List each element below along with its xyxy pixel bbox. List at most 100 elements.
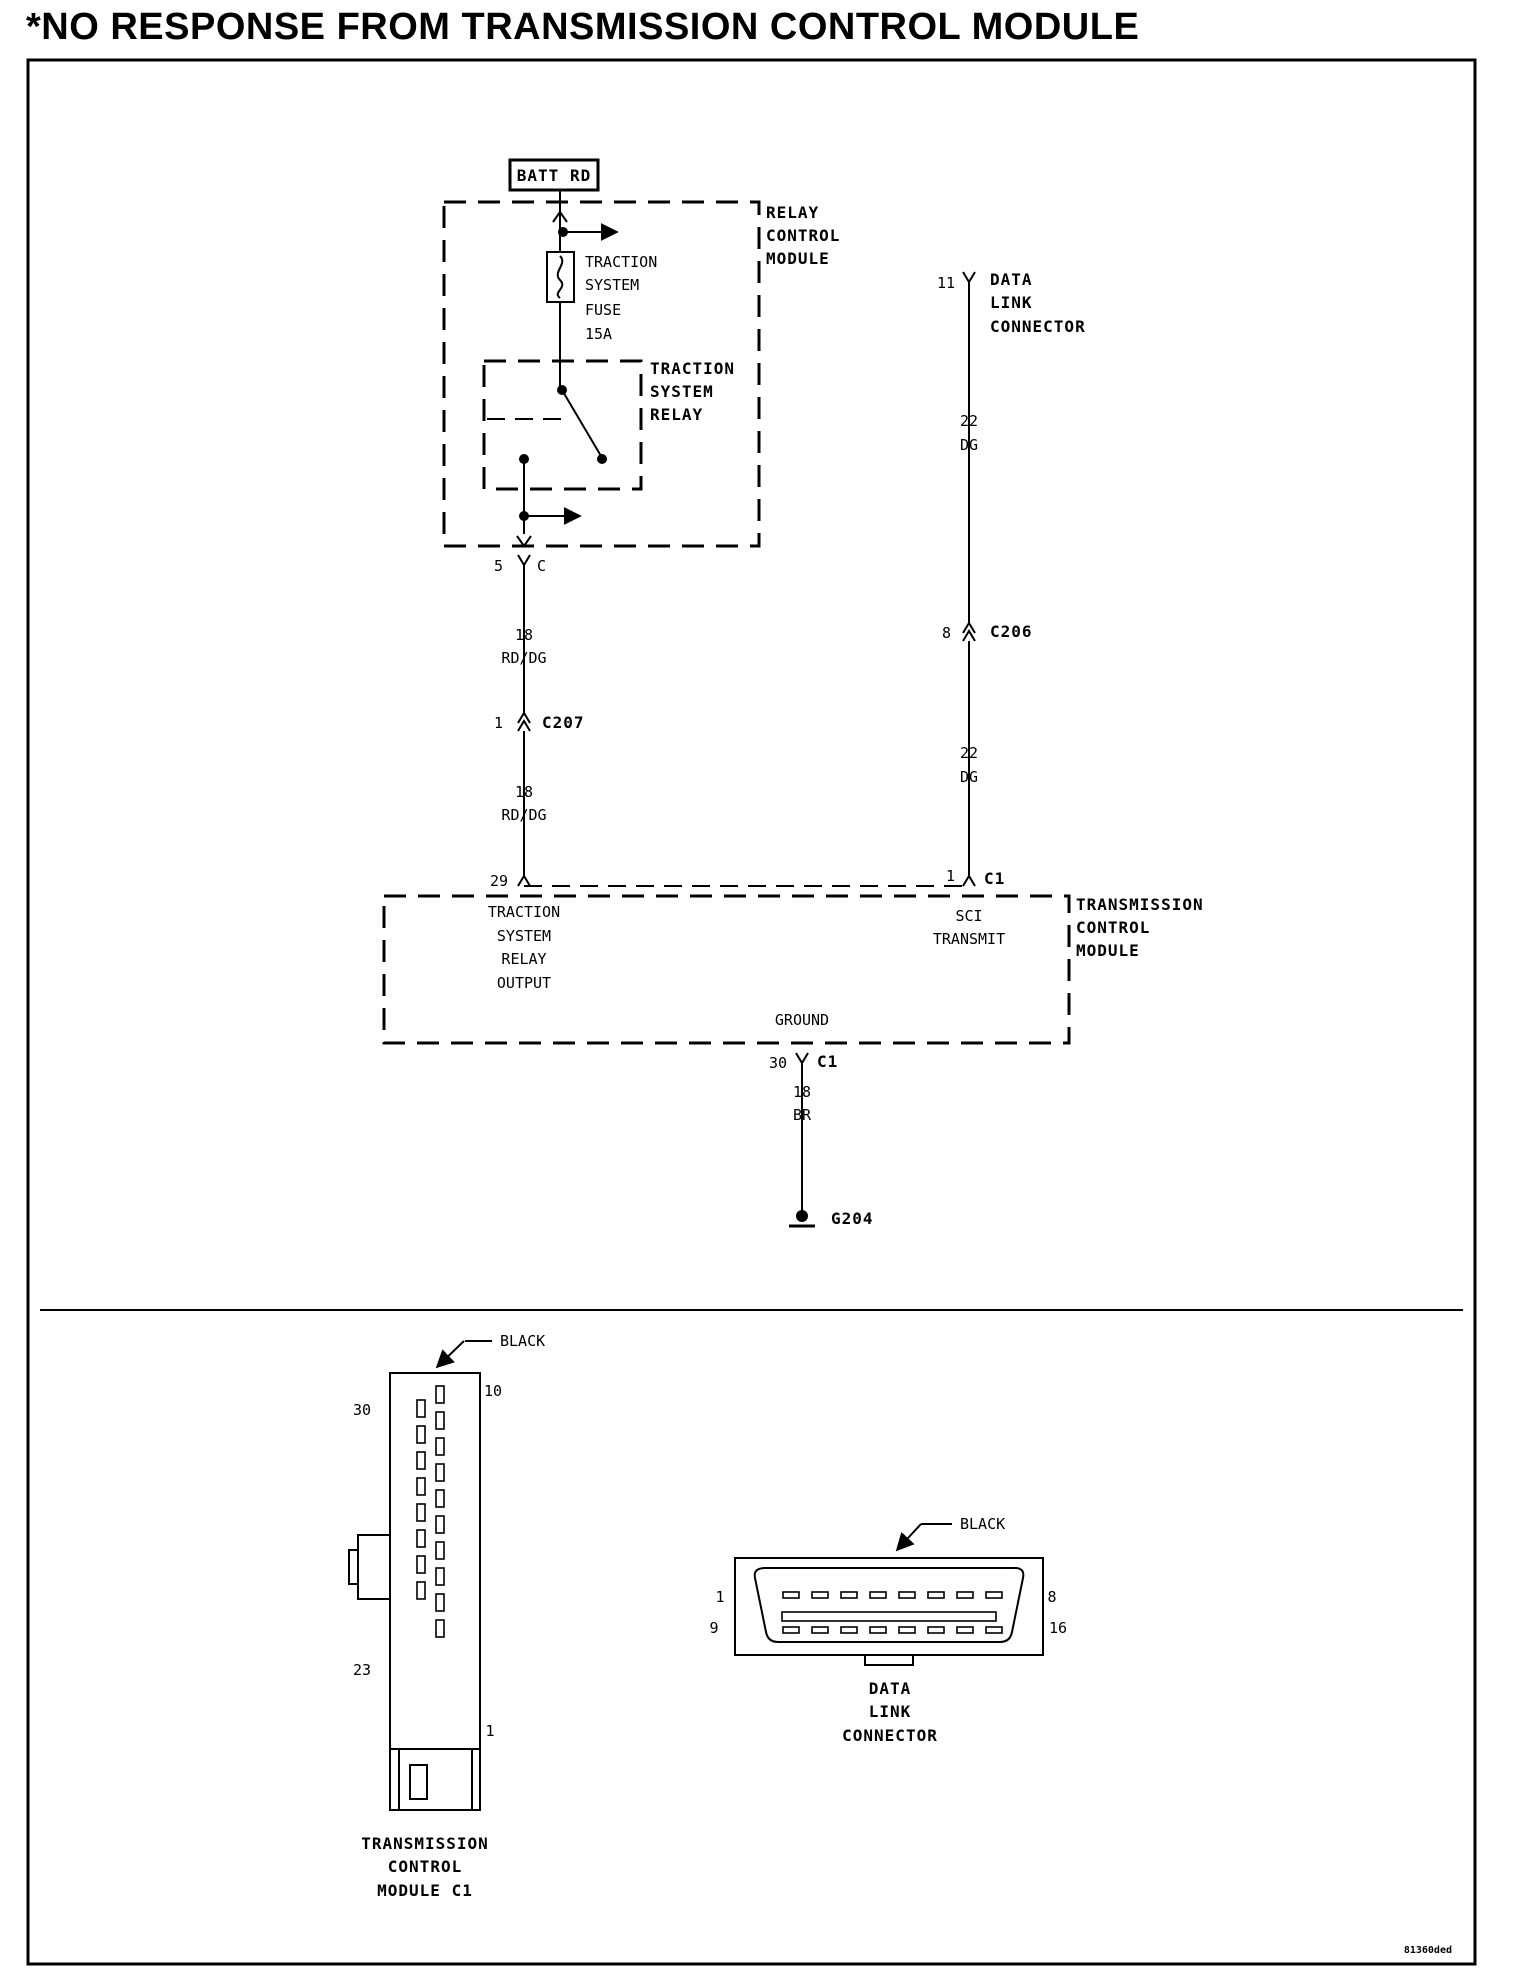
traction-fuse-icon: [546, 251, 575, 303]
rcm-label-2: CONTROL: [766, 226, 840, 245]
dlc-cavity-bottom: [927, 1626, 945, 1634]
tcm-c1-pin-cavities: [416, 1385, 445, 1638]
tcm-outline: [382, 894, 1071, 1045]
dlc-pin-11-symbol: [962, 271, 976, 380]
dlc-cavity-top: [811, 1591, 829, 1599]
tcm-sci-label-1: SCI: [955, 907, 982, 925]
dlc-pin: 11: [937, 274, 955, 292]
dlc-pin-cavities: [782, 1591, 1003, 1634]
tcm-c1-body: [389, 1372, 481, 1750]
fuse-label-2: SYSTEM: [585, 276, 639, 294]
c206-connector-symbol: [962, 621, 976, 642]
rcm-connector-c-symbol: [517, 554, 531, 576]
wire-b2-color: DG: [960, 768, 978, 786]
tcm-c1-top-label: C1: [984, 869, 1005, 888]
relay-control-module-outline: [442, 200, 761, 548]
fuse-element-icon: [556, 255, 564, 299]
tcm-c1-base: [389, 1748, 481, 1811]
gnd-c1-label: C1: [817, 1052, 838, 1071]
rcm-out-arrowhead: [516, 535, 532, 548]
tcm-c1-cavity-left: [416, 1529, 426, 1548]
rcm-label-3: MODULE: [766, 249, 830, 268]
rcm-connector-name: C: [537, 557, 546, 575]
tcm-c1-pin-23: 23: [353, 1661, 371, 1679]
c206-pin: 8: [942, 624, 951, 642]
wire-b1-color: DG: [960, 436, 978, 454]
tcm-c1-cavity-left: [416, 1477, 426, 1496]
dlc-cavity-top: [898, 1591, 916, 1599]
page-title: *NO RESPONSE FROM TRANSMISSION CONTROL M…: [26, 6, 1140, 48]
dlc-pin-16-label: 16: [1049, 1619, 1067, 1637]
tcm-c1-color-label: BLACK: [500, 1332, 545, 1350]
tcm-c1-cavity-right: [435, 1411, 445, 1430]
wire-a1-gauge: 18: [515, 626, 533, 644]
ground-dot: [796, 1210, 808, 1222]
gnd-pin: 30: [769, 1054, 787, 1072]
tcm-c1-connector-view: [348, 1372, 481, 1811]
tcm-c1-latch-tab: [348, 1549, 359, 1585]
wire-c-color: BR: [793, 1106, 812, 1124]
dlc-cavity-bottom: [782, 1626, 800, 1634]
dlc-label-1: DATA: [990, 270, 1033, 289]
dlc-cavity-bottom: [985, 1626, 1003, 1634]
rcm-label-1: RELAY: [766, 203, 819, 222]
c207-label: C207: [542, 713, 585, 732]
dlc-name-1: DATA: [869, 1679, 912, 1698]
dlc-cavity-top: [782, 1591, 800, 1599]
relay-label-1: TRACTION: [650, 359, 735, 378]
relay-switch-contact: [597, 454, 607, 464]
tcm-pin-1: 1: [946, 867, 955, 885]
tcm-c1-name-3: MODULE C1: [377, 1881, 473, 1900]
tcm-relay-output-label-3: RELAY: [501, 950, 546, 968]
dlc-trapezoid-shell: [753, 1567, 1025, 1643]
tcm-c1-cavity-right: [435, 1385, 445, 1404]
fuse-label-1: TRACTION: [585, 253, 657, 271]
tcm-c1-cavity-right: [435, 1437, 445, 1456]
dlc-cavity-bottom: [811, 1626, 829, 1634]
tcm-c1-name-1: TRANSMISSION: [361, 1834, 489, 1853]
tcm-c1-cavity-left: [416, 1425, 426, 1444]
tcm-c1-cavity-right: [435, 1593, 445, 1612]
tcm-c1-cavity-right: [435, 1541, 445, 1560]
dlc-label-2: LINK: [990, 293, 1033, 312]
dlc-color-leader: [895, 1523, 922, 1552]
tcm-c1-pin-1: 1: [485, 1722, 494, 1740]
dlc-name-3: CONNECTOR: [842, 1726, 938, 1745]
wire-a1-color: RD/DG: [501, 649, 546, 667]
tcm-c1-cavity-right: [435, 1567, 445, 1586]
batt-rd-box: [508, 158, 600, 192]
tcm-c1-cavity-left: [416, 1555, 426, 1574]
tcm-pin-29-symbol: [517, 874, 531, 887]
tcm-c1-name-2: CONTROL: [388, 1857, 462, 1876]
dlc-pin-9-label: 9: [709, 1619, 718, 1637]
relay-switch-blade-icon: [561, 389, 602, 457]
tcm-c1-latch: [357, 1534, 391, 1600]
dlc-cavity-top: [985, 1591, 1003, 1599]
g204-label: G204: [831, 1209, 874, 1228]
dlc-connector-view: [734, 1557, 1044, 1666]
relay-label-3: RELAY: [650, 405, 703, 424]
tcm-c1-cavity-left: [416, 1503, 426, 1522]
tcm-c1-color-leader: [435, 1340, 465, 1369]
tcm-c1-pin-30: 30: [353, 1401, 371, 1419]
relay-label-2: SYSTEM: [650, 382, 714, 401]
gnd-c1-symbol: [795, 1052, 809, 1070]
tcm-c1-cavity-right: [435, 1489, 445, 1508]
rcm-connector-pin: 5: [494, 557, 503, 575]
dlc-cavity-top: [927, 1591, 945, 1599]
tcm-relay-output-label-1: TRACTION: [488, 903, 560, 921]
dlc-keyway: [864, 1654, 914, 1666]
c207-connector-symbol: [517, 711, 531, 732]
tcm-label-3: MODULE: [1076, 941, 1140, 960]
wire-a2-color: RD/DG: [501, 806, 546, 824]
figure-id: 81360ded: [1404, 1945, 1452, 1956]
tcm-c1-cavity-left: [416, 1451, 426, 1470]
tcm-pin-1-symbol: [962, 874, 976, 887]
dlc-name-2: LINK: [869, 1702, 912, 1721]
tcm-c1-cavity-right: [435, 1463, 445, 1482]
fuse-label-4: 15A: [585, 325, 612, 343]
dlc-cavity-bottom: [956, 1626, 974, 1634]
tcm-relay-output-label-4: OUTPUT: [497, 974, 551, 992]
batt-rd-label: BATT RD: [517, 166, 591, 185]
